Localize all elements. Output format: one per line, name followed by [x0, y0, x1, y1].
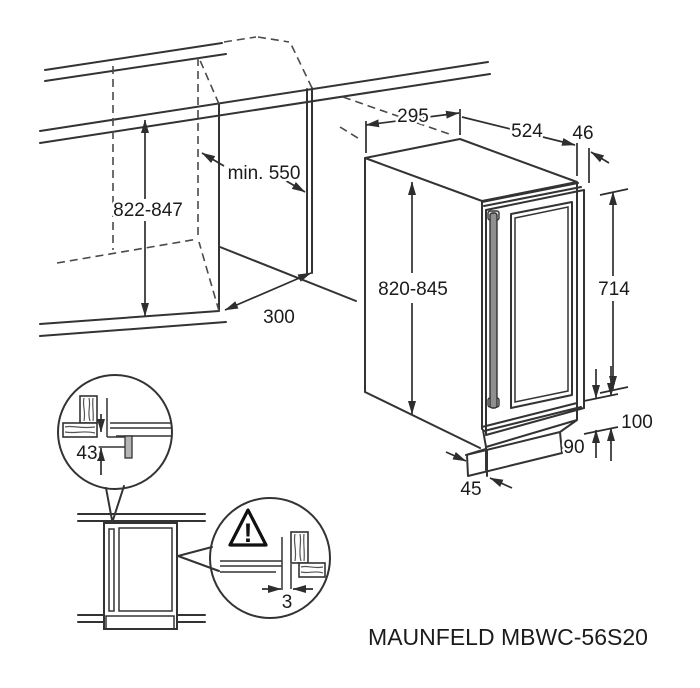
- front-view-floor: [77, 614, 206, 623]
- dim-niche-width-label: 300: [263, 307, 295, 328]
- door-top-edge: [481, 182, 585, 211]
- front-view-door: [118, 527, 173, 612]
- dim-niche-height-label: 822-847: [113, 200, 183, 221]
- mounting-bracket: [124, 435, 133, 459]
- dim-door-height-label: 714: [598, 279, 630, 300]
- dim-plinth-min-label: 90: [563, 437, 584, 458]
- dim-plinth-max-label: 100: [621, 412, 653, 433]
- wood-panel-horizontal-2: [298, 562, 326, 578]
- appliance-section-lines-2: [220, 537, 292, 590]
- door-side-edges: [485, 182, 585, 435]
- plinth-recess: [465, 402, 578, 477]
- wine-cooler-isometric: [364, 138, 585, 477]
- model-label: MAUNFELD MBWC-56S20: [368, 624, 648, 650]
- dim-toe-kick-label: 45: [460, 479, 481, 500]
- wood-panel-horizontal: [62, 422, 98, 438]
- dim-unit-height-label: 820-845: [378, 279, 448, 300]
- door-handle-bar: [489, 212, 498, 409]
- front-view-handle: [108, 528, 115, 612]
- wood-panel-vertical: [79, 395, 98, 424]
- dim-unit-width-label: 295: [397, 106, 429, 127]
- door-glass-outer-frame: [510, 201, 573, 409]
- niche-walls-and-floor: [39, 87, 357, 337]
- appliance-section-lines: [95, 398, 171, 448]
- front-view-unit-outline: [103, 522, 178, 630]
- wood-panel-vertical-2: [290, 531, 309, 564]
- countertop-edges: [39, 42, 491, 144]
- cooler-top-face: [364, 138, 578, 202]
- detail-circle-rear-gap: ! 3: [177, 497, 331, 619]
- dimension-lines: [141, 109, 629, 489]
- door-glass-inner-frame: [514, 206, 569, 403]
- dim-door-thickness-label: 46: [572, 123, 593, 144]
- warning-icon: !: [228, 508, 268, 548]
- cooler-left-face: [364, 157, 483, 449]
- front-view-plinth: [105, 615, 175, 630]
- dim-unit-depth-label: 524: [511, 121, 543, 142]
- svg-text:!: !: [244, 518, 253, 548]
- dim-rear-gap-label: 3: [282, 592, 293, 613]
- dim-niche-depth-label: min. 550: [228, 163, 301, 184]
- detail-circle-top-clearance: 43: [57, 374, 173, 521]
- door-bottom-edge: [481, 402, 585, 436]
- front-view-countertop: [77, 513, 206, 522]
- front-view-drawing: [77, 513, 206, 630]
- dim-top-clearance-label: 43: [76, 443, 97, 464]
- detail2-pointer: [177, 546, 220, 572]
